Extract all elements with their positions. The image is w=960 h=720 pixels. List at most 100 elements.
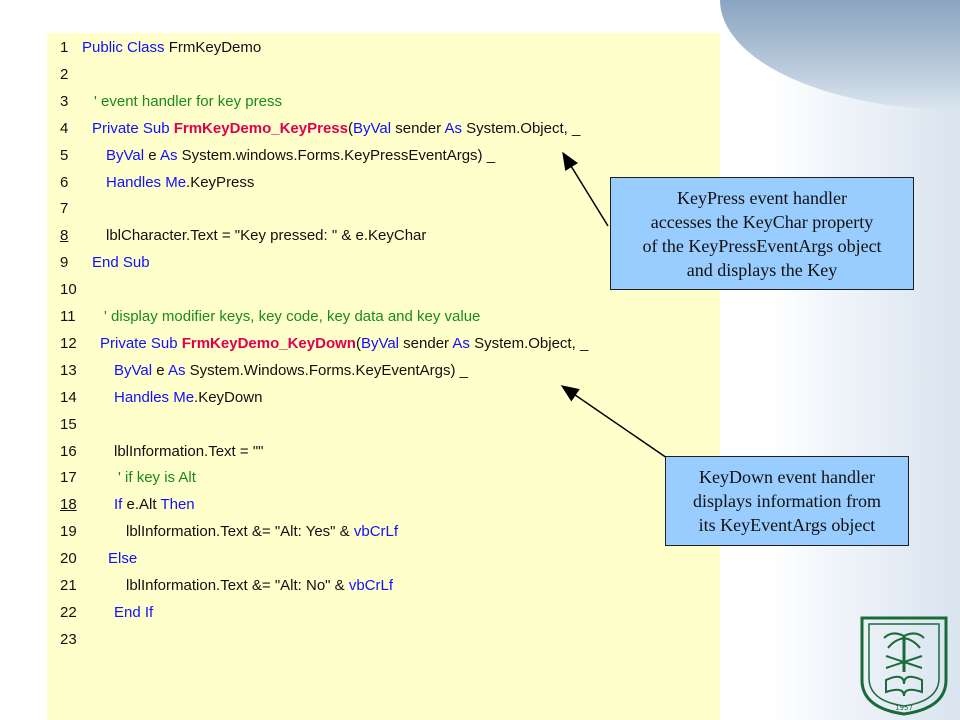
line-number: 6 [60,173,69,191]
code-panel [47,33,720,720]
seal-year: 1957 [895,704,913,712]
line-number: 9 [60,254,69,272]
code-line: 10 [60,279,82,301]
code-line: 16 lblInformation.Text = "" [60,441,263,463]
line-number: 18 [60,496,77,514]
code-token: FrmKeyDemo [168,39,262,56]
code-token: e.Alt [122,496,161,514]
code-text: If e.Alt Then [82,494,195,516]
code-text: lblInformation.Text &= "Alt: Yes" & vbCr… [82,521,398,543]
code-token: ByVal [114,361,153,379]
keydown-callout: KeyDown event handler displays informati… [665,456,909,546]
line-number: 2 [60,65,69,83]
code-text: ' display modifier keys, key code, key d… [82,306,480,328]
code-token: sender [399,334,453,352]
line-number: 16 [60,442,77,460]
code-line: 19 lblInformation.Text &= "Alt: Yes" & vb… [60,521,398,543]
code-token: vbCrLf [348,577,394,594]
code-token: ByVal [352,119,392,137]
code-token: ' display modifier keys, key code, key d… [104,308,481,325]
code-line: 1 Public Class FrmKeyDemo [60,37,261,59]
line-number: 10 [60,281,77,299]
code-text: Private Sub FrmKeyDemo_KeyDown(ByVal sen… [82,333,588,355]
code-token: FrmKeyDemo_KeyPress [173,119,348,137]
code-token: As [167,361,186,379]
callout-line: of the KeyPressEventArgs object [642,236,882,256]
callout-line: accesses the KeyChar property [650,212,874,232]
university-seal-logo: 1957 [860,616,948,716]
code-line: 20 Else [60,548,137,570]
code-token: .KeyPress [186,173,255,191]
code-token: System.Windows.Forms.KeyEventArgs) _ [185,361,469,379]
code-text: Handles Me.KeyDown [82,387,262,409]
code-token: Then [160,496,195,514]
code-line: 15 [60,414,82,436]
line-number: 20 [60,550,77,568]
code-token: As [444,119,462,137]
code-token: FrmKeyDemo_KeyDown [181,334,356,352]
line-number: 22 [60,603,77,621]
line-number: 7 [60,200,69,218]
code-line: 14 Handles Me.KeyDown [60,387,262,409]
line-number: 3 [60,92,69,110]
line-number: 13 [60,361,77,379]
code-token: Private Sub [100,334,182,352]
code-token: Private Sub [92,119,174,137]
code-text: Handles Me.KeyPress [82,172,254,194]
code-token: ' if key is Alt [118,469,196,487]
code-line: 2 [60,64,82,86]
code-token: sender [391,119,445,137]
code-token: Handles Me [106,173,187,191]
line-number: 23 [60,630,77,648]
line-number: 19 [60,523,77,541]
code-token: lblInformation.Text &= "Alt: Yes" & [126,523,354,541]
code-token: ( [347,119,353,137]
callout-line: KeyDown event handler [699,467,875,487]
code-text: ByVal e As System.Windows.Forms.KeyEvent… [82,360,468,382]
callout-line: its KeyEventArgs object [698,515,876,535]
line-number: 4 [60,119,69,137]
code-text: End If [82,602,153,624]
code-text: Public Class FrmKeyDemo [82,37,261,59]
code-token: If [114,496,123,514]
code-token: ByVal [106,146,145,164]
slide-background-band [770,0,960,720]
code-token: ByVal [360,334,400,352]
line-number: 15 [60,415,77,433]
code-line: 18 If e.Alt Then [60,494,195,516]
code-line: 13 ByVal e As System.Windows.Forms.KeyEve… [60,360,468,382]
code-text: Private Sub FrmKeyDemo_KeyPress(ByVal se… [82,118,580,140]
code-line: 9 End Sub [60,252,150,274]
code-line: 3 ' event handler for key press [60,91,282,113]
code-token: ( [355,334,361,352]
code-token: e [152,361,168,379]
callout-line: and displays the Key [686,260,838,280]
code-token: System.windows.Forms.KeyPressEventArgs) … [177,146,496,164]
line-number: 17 [60,469,77,487]
line-number: 11 [60,308,76,325]
code-text: End Sub [82,252,150,274]
code-token: Else [108,550,138,568]
code-text: ByVal e As System.windows.Forms.KeyPress… [82,145,495,167]
code-token: lblInformation.Text &= "Alt: No" & [126,577,349,594]
code-token: System.Object, _ [469,334,589,352]
code-token: As [159,146,178,164]
code-text: lblInformation.Text = "" [82,441,263,463]
code-line: 6 Handles Me.KeyPress [60,172,254,194]
code-text: ' event handler for key press [82,91,282,113]
code-line: 11 ' display modifier keys, key code, key… [60,306,480,328]
code-text: ' if key is Alt [82,467,196,489]
line-number: 14 [60,388,77,406]
keypress-arrow [562,151,609,227]
code-text: lblInformation.Text &= "Alt: No" & vbCrL… [82,575,393,597]
code-token: System.Object, _ [461,119,581,137]
line-number: 1 [60,39,69,56]
line-number: 8 [60,227,69,245]
code-token: End If [114,603,154,621]
code-token: End Sub [92,254,150,272]
code-token: e [144,146,160,164]
code-line: 7 [60,198,82,220]
